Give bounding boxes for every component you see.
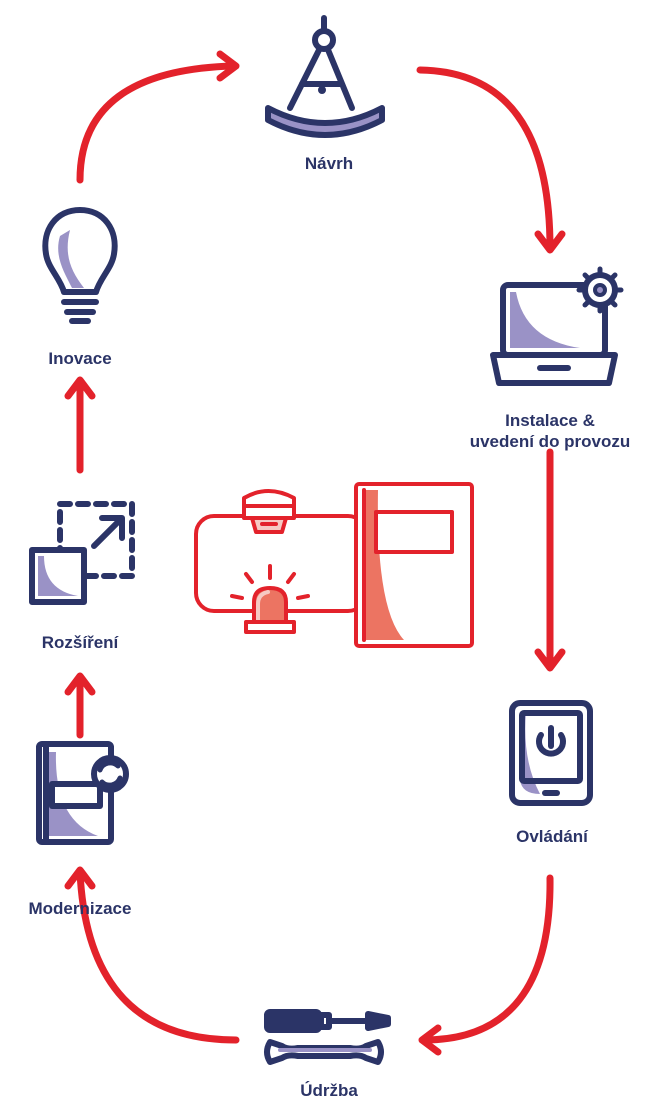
arrowhead-navrh (216, 50, 240, 82)
smoke-detector-icon (242, 489, 296, 534)
expand-icon (29, 501, 135, 605)
tools-icon (264, 1009, 391, 1065)
panel-refresh-icon (36, 741, 129, 845)
arrowhead-instalace (534, 230, 566, 254)
arrow-ovladani-to-udrzba (420, 874, 554, 1044)
stage-label-instalace: Instalace & uvedení do provozu (469, 411, 631, 451)
alarm-beacon-icon (230, 564, 310, 634)
arrowhead-udrzba (418, 1024, 442, 1056)
arrow-udrzba-to-modernizace (76, 868, 240, 1044)
stage-label-rozsireni: Rozšíření (41, 633, 119, 652)
stage-label-navrh: Návrh (304, 154, 354, 173)
arrowhead-rozsireni (64, 672, 96, 696)
stage-label-udrzba: Údržba (300, 1081, 358, 1100)
fire-alarm-system-icon (194, 482, 474, 648)
arrow-inovace-to-navrh (76, 62, 238, 184)
control-panel-icon (354, 482, 474, 648)
arrowhead-inovace (64, 376, 96, 400)
compass-icon (265, 15, 385, 138)
stage-label-modernizace: Modernizace (28, 899, 132, 918)
tablet-power-icon (509, 700, 593, 806)
stage-label-ovladani: Ovládání (516, 827, 588, 846)
arrowhead-modernizace (64, 866, 96, 890)
flow-arrows (64, 50, 566, 1056)
stage-label-inovace: Inovace (48, 349, 112, 368)
lightbulb-icon (42, 207, 118, 324)
arrow-navrh-to-instalace (416, 66, 554, 252)
arrowhead-ovladani (534, 648, 566, 672)
laptop-gear-icon (490, 266, 624, 386)
